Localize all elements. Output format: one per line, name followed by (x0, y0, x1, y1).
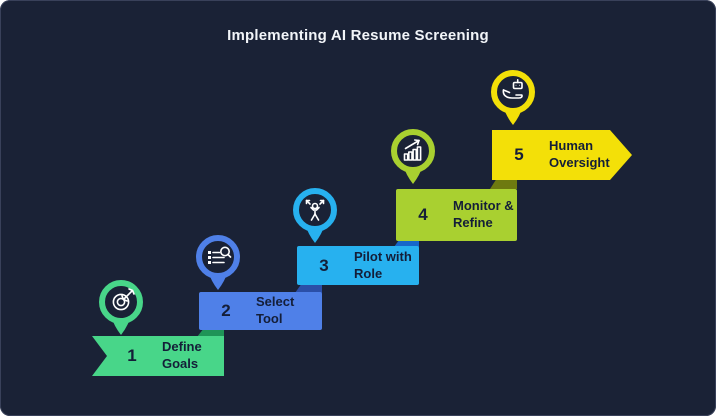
step-4-pin (391, 129, 435, 184)
step-number: 4 (418, 205, 428, 224)
step-2-pin (196, 235, 240, 290)
step-number: 2 (221, 301, 231, 320)
step-4-banner: 4 Monitor & Refine (396, 189, 517, 241)
step-3-banner: 3 Pilot with Role (297, 246, 419, 285)
growth-chart-icon (403, 139, 422, 161)
step-label: Define Goals (162, 339, 202, 371)
step-label: Pilot with Role (354, 248, 412, 281)
person-arrows-icon (305, 199, 325, 221)
step-3-pin (293, 188, 337, 243)
ribbon-fold-1 (197, 328, 224, 337)
ribbon-fold-3 (394, 238, 419, 247)
step-number: 5 (514, 145, 524, 164)
step-2-banner: 2 Select Tool (199, 292, 322, 330)
ribbon-fold-4 (490, 178, 517, 189)
step-label: Human Oversight (549, 138, 610, 170)
step-label: Monitor & Refine (453, 198, 514, 230)
page-title: Implementing AI Resume Screening (227, 27, 489, 44)
target-icon (112, 288, 135, 311)
step-5-banner: 5 Human Oversight (492, 130, 632, 180)
step-number: 3 (319, 255, 329, 275)
step-number: 1 (127, 346, 137, 365)
list-search-icon (208, 246, 232, 264)
step-label: Select Tool (256, 294, 295, 326)
step-1-pin (99, 280, 143, 335)
hand-robot-icon (502, 79, 523, 99)
ribbon-fold-2 (295, 283, 322, 293)
step-5-pin (491, 70, 535, 125)
step-1-banner: 1 Define Goals (92, 336, 224, 376)
